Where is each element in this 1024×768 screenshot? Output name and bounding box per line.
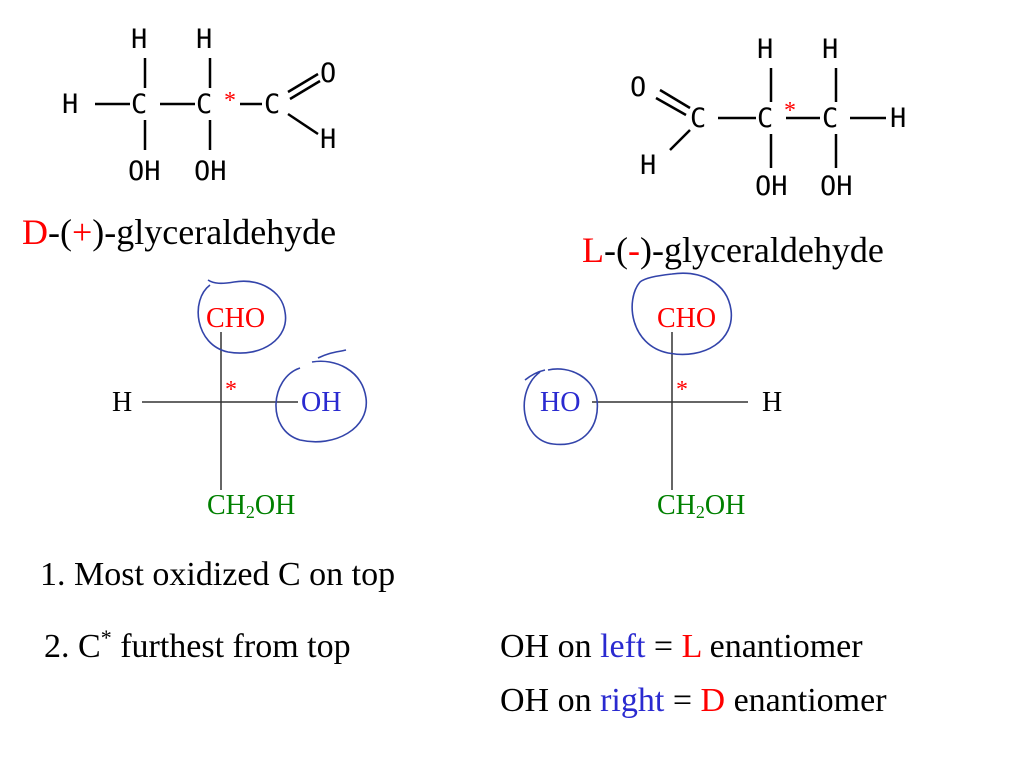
circle-l-cho — [631, 272, 733, 356]
d-aldehyde-h: H — [320, 124, 337, 155]
left-line-enant: L — [681, 628, 702, 665]
d-fischer-right: OH — [301, 387, 342, 418]
rule-2-star: * — [100, 625, 112, 650]
l-name-sign: - — [627, 230, 640, 270]
rule-right-line: OH on right = D enantiomer — [500, 684, 887, 718]
right-line-p3: enantiomer — [725, 682, 887, 719]
l-fischer-right: H — [762, 387, 783, 418]
circle-d-cho — [197, 279, 287, 354]
l-bottom-ch: CH — [657, 490, 696, 521]
d-glyceraldehyde-name: D-(+)-glyceraldehyde — [22, 214, 336, 250]
l-bottom-oh: OH — [704, 490, 746, 521]
d-fischer-cross — [142, 332, 298, 490]
l-oh2: OH — [820, 171, 853, 202]
rule-1: 1. Most oxidized C on top — [40, 556, 396, 593]
d-name-paren: -( — [48, 212, 72, 252]
rule-2-rest: furthest from top — [111, 628, 351, 665]
d-fischer-top: CHO — [206, 303, 266, 334]
left-line-dir: left — [600, 628, 646, 665]
l-c1: C — [690, 103, 707, 134]
l-chiral-star: * — [784, 98, 796, 124]
d-fischer-left: H — [112, 387, 133, 418]
circle-d-oh — [275, 349, 367, 443]
d-name-prefix: D — [22, 212, 48, 252]
right-line-enant: D — [700, 682, 726, 719]
d-skeletal-bonds — [95, 58, 321, 150]
l-c3: C — [822, 103, 839, 134]
d-chiral-star: * — [224, 88, 236, 114]
l-fischer-bottom: CH2OH — [657, 490, 746, 522]
rule-left-line: OH on left = L enantiomer — [500, 630, 863, 664]
d-fischer-star: * — [225, 377, 237, 403]
left-line-p1: OH on — [500, 628, 601, 665]
d-bottom-ch: CH — [207, 490, 246, 521]
d-left-h: H — [62, 89, 79, 120]
l-c2: C — [757, 103, 774, 134]
d-name-rest: )-glyceraldehyde — [92, 212, 337, 252]
l-oh1: OH — [755, 171, 788, 202]
d-name-sign: + — [71, 212, 93, 252]
d-top-h2: H — [196, 24, 213, 55]
l-aldehyde-o: O — [630, 72, 647, 103]
l-fischer-star: * — [676, 377, 688, 403]
d-top-h1: H — [131, 24, 148, 55]
d-aldehyde-o: O — [320, 58, 337, 89]
l-aldehyde-h: H — [640, 150, 657, 181]
l-right-h: H — [890, 103, 907, 134]
rule-2-num: 2. C — [44, 628, 101, 665]
l-name-prefix: L — [582, 230, 604, 270]
right-line-eq: = — [664, 682, 701, 719]
l-fischer-top: CHO — [657, 303, 717, 334]
right-line-dir: right — [600, 682, 665, 719]
l-top-h1: H — [757, 34, 774, 65]
l-glyceraldehyde-name: L-(-)-glyceraldehyde — [582, 232, 884, 268]
l-fischer-cross — [592, 332, 748, 490]
circle-l-ho — [523, 368, 599, 446]
d-c2: C — [196, 89, 213, 120]
l-name-rest: )-glyceraldehyde — [639, 230, 884, 270]
l-fischer-left: HO — [540, 387, 581, 418]
left-line-p3: enantiomer — [701, 628, 863, 665]
d-c1: C — [131, 89, 148, 120]
l-bottom-sub: 2 — [695, 502, 705, 522]
d-fischer-bottom: CH2OH — [207, 490, 296, 522]
l-skeletal-bonds — [655, 68, 886, 168]
d-bottom-sub: 2 — [245, 502, 255, 522]
l-top-h2: H — [822, 34, 839, 65]
d-oh1: OH — [128, 156, 161, 187]
d-bottom-oh: OH — [254, 490, 296, 521]
l-name-paren: -( — [604, 230, 628, 270]
rule-2: 2. C* furthest from top — [44, 627, 351, 665]
d-c3: C — [264, 89, 281, 120]
d-oh2: OH — [194, 156, 227, 187]
left-line-eq: = — [645, 628, 682, 665]
right-line-p1: OH on — [500, 682, 601, 719]
annotation-circles — [197, 272, 733, 446]
